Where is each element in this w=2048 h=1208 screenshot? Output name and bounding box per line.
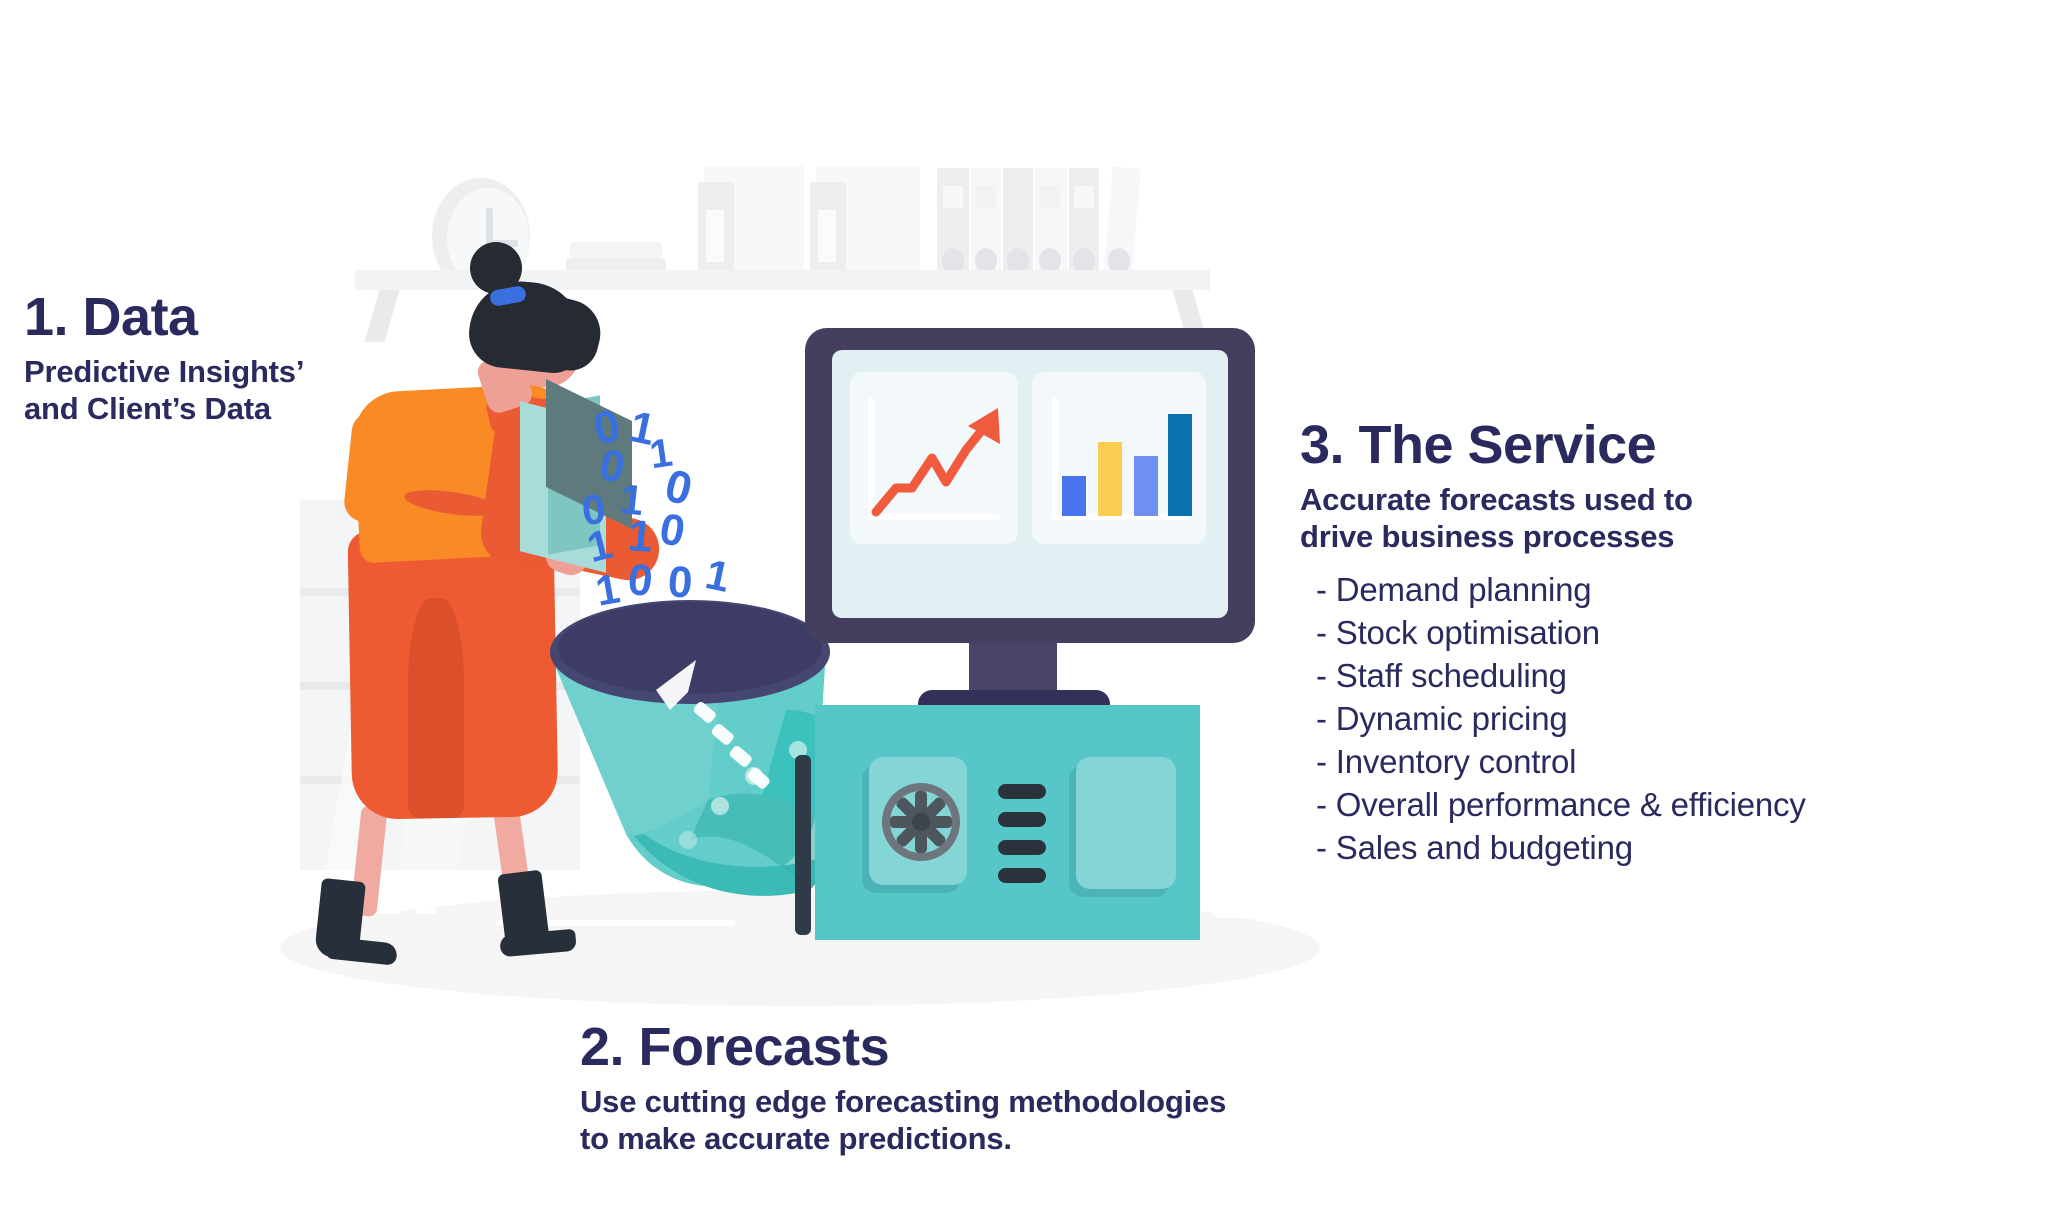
ring-binder-label [1040,186,1060,208]
section-data-subtitle-line-1: Predictive Insights’ [24,354,305,389]
section-data: 1. Data Predictive Insights’ and Client’… [24,290,304,427]
section-forecasts: 2. Forecasts Use cutting edge forecastin… [580,1020,1226,1157]
line-chart [868,398,1000,520]
bar-chart [1052,398,1192,520]
book-stack-item [570,242,662,260]
shelf-board-edge [355,290,1210,300]
machine-vent-bar [998,784,1046,799]
service-bullet-list: - Demand planning - Stock optimisation -… [1316,569,1806,869]
clock-hand-hour [486,208,493,246]
section-forecasts-subtitle: Use cutting edge forecasting methodologi… [580,1084,1226,1157]
section-service: 3. The Service Accurate forecasts used t… [1300,418,1806,869]
ring-binder-dot [1073,248,1095,274]
funnel-body [550,600,888,896]
motion-line [1210,872,1520,878]
fan-icon [882,783,960,861]
monitor-stand-neck [969,643,1057,695]
service-bullet-item: - Stock optimisation [1316,614,1600,652]
motion-line [150,875,620,881]
machine-display-panel [1076,757,1176,889]
person-skirt-shade [408,598,464,818]
motion-line [1215,912,1415,918]
ring-binder-dot [1108,248,1130,274]
ring-binder-dot [1039,248,1061,274]
section-data-subtitle: Predictive Insights’ and Client’s Data [24,354,304,427]
machine-vent-bar [998,812,1046,827]
section-forecasts-subtitle-line-1: Use cutting edge forecasting methodologi… [580,1084,1227,1119]
section-service-subtitle-line-1: Accurate forecasts used to [1300,482,1693,517]
ring-binder-dot [1007,248,1029,274]
person-hair-bun [470,242,522,294]
service-bullet-item: - Inventory control [1316,742,1577,780]
ring-binder-label [976,186,996,208]
machine-vent-bar [998,868,1046,883]
service-bullet-item: - Dynamic pricing [1316,699,1568,737]
ring-binder-dot [942,248,964,274]
motion-line [495,920,735,926]
chart-panel-bar [1032,372,1206,544]
service-bullet-item: - Demand planning [1316,571,1592,609]
service-bullet-item: - Overall performance & efficiency [1316,785,1806,823]
section-service-subtitle: Accurate forecasts used to drive busines… [1300,482,1806,555]
service-bullet-item: - Staff scheduling [1316,656,1567,694]
ring-binder-label [1074,186,1094,208]
ring-binder-dot [975,248,997,274]
section-data-subtitle-line-2: and Client’s Data [24,390,271,426]
binary-digit: 0 [656,504,689,557]
monitor-screen [832,350,1228,618]
chart-panel-line [850,372,1018,544]
magazine-file-label [706,210,724,262]
section-data-title: 1. Data [24,287,198,347]
magazine-file-label [818,210,836,262]
funnel-mount-rail [795,755,811,935]
machine-vent-bar [998,840,1046,855]
section-forecasts-subtitle-line-2: to make accurate predictions. [580,1120,1012,1156]
section-service-subtitle-line-2: drive business processes [1300,518,1675,554]
motion-line [415,908,437,914]
ring-binder-label [943,186,963,208]
section-service-title: 3. The Service [1300,415,1657,475]
service-bullet-item: - Sales and budgeting [1316,828,1633,866]
section-forecasts-title: 2. Forecasts [580,1017,890,1077]
shelf-board [355,270,1210,290]
